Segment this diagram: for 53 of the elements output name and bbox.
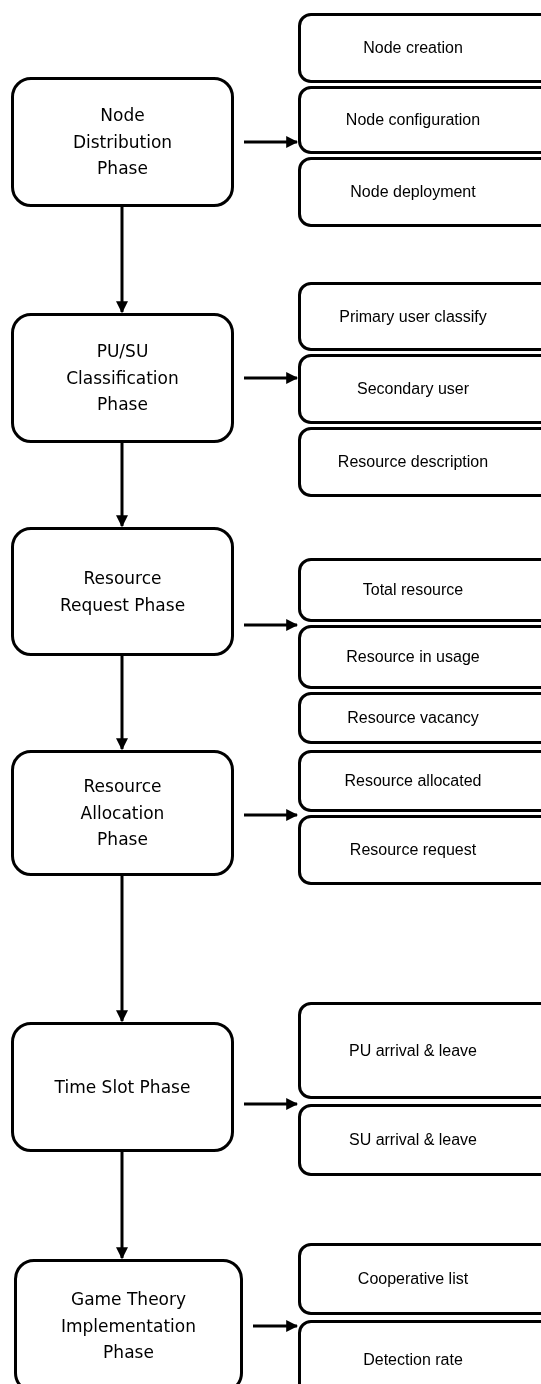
box-label: PU arrival & leave bbox=[348, 1041, 477, 1060]
box-label: Node creation bbox=[363, 39, 463, 57]
box-label: Resource Request Phase bbox=[58, 567, 187, 617]
box-label: PU/SU Classification Phase bbox=[65, 340, 180, 417]
arrow bbox=[116, 207, 128, 314]
box-label: Resource description bbox=[337, 453, 489, 471]
box-label: Resource request bbox=[349, 841, 477, 859]
phase-box bbox=[11, 77, 234, 207]
step-box bbox=[298, 558, 541, 622]
step-box bbox=[298, 1243, 541, 1315]
box-label: Resource vacancy bbox=[347, 709, 479, 727]
step-box bbox=[298, 1320, 541, 1384]
arrow bbox=[116, 1152, 128, 1260]
phase-box bbox=[11, 1022, 234, 1152]
box-label: Cooperative list bbox=[357, 1270, 469, 1288]
box-label: Primary user classify bbox=[339, 307, 487, 326]
arrow bbox=[244, 372, 299, 384]
step-box bbox=[298, 282, 541, 351]
box-label: Secondary user bbox=[356, 380, 470, 398]
arrow bbox=[253, 1320, 299, 1332]
phase-box bbox=[11, 313, 234, 443]
step-box bbox=[298, 354, 541, 424]
step-box bbox=[298, 1002, 541, 1099]
box-label: Detection rate bbox=[363, 1351, 463, 1369]
arrow bbox=[116, 876, 128, 1023]
phase-box bbox=[11, 750, 234, 876]
box-label: Game Theory Implementation Phase bbox=[61, 1288, 196, 1365]
step-box bbox=[298, 157, 541, 227]
step-box bbox=[298, 86, 541, 154]
box-label: Node Distribution Phase bbox=[71, 104, 174, 181]
arrow bbox=[244, 619, 299, 631]
step-box bbox=[298, 692, 541, 744]
step-box bbox=[298, 750, 541, 812]
box-label: SU arrival & leave bbox=[348, 1131, 477, 1149]
box-label: Resource Allocation Phase bbox=[79, 775, 166, 852]
arrow bbox=[244, 136, 299, 148]
arrow bbox=[244, 809, 299, 821]
step-box bbox=[298, 815, 541, 885]
arrow bbox=[244, 1098, 299, 1110]
box-label: Node deployment bbox=[350, 183, 476, 201]
step-box bbox=[298, 427, 541, 497]
phase-box bbox=[11, 527, 234, 656]
box-label: Node configuration bbox=[345, 111, 481, 129]
step-box bbox=[298, 13, 541, 83]
box-label: Time Slot Phase bbox=[54, 1075, 191, 1099]
arrow bbox=[116, 656, 128, 751]
box-label: Resource allocated bbox=[344, 772, 482, 790]
step-box bbox=[298, 1104, 541, 1176]
phase-box bbox=[14, 1259, 243, 1384]
box-label: Total resource bbox=[362, 581, 464, 599]
step-box bbox=[298, 625, 541, 689]
box-label: Resource in usage bbox=[346, 648, 480, 666]
arrow bbox=[116, 443, 128, 528]
